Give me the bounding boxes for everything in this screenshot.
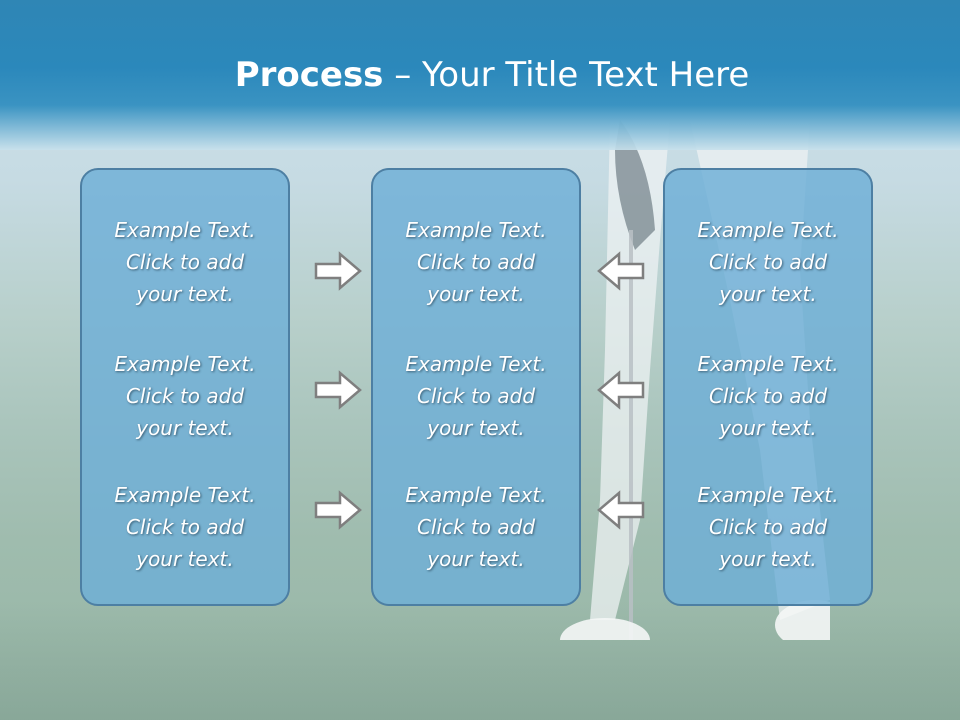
text-block[interactable]: Example Text. Click to add your text. [697, 483, 839, 571]
text-block[interactable]: Example Text. Click to add your text. [405, 483, 547, 571]
right-arrow-icon[interactable] [314, 251, 362, 291]
left-arrow-icon[interactable] [597, 251, 645, 291]
left-arrow-icon[interactable] [597, 370, 645, 410]
text-block[interactable]: Example Text. Click to add your text. [697, 352, 839, 440]
left-arrow-icon[interactable] [597, 490, 645, 530]
title-banner [0, 0, 960, 150]
text-block[interactable]: Example Text. Click to add your text. [697, 218, 839, 306]
process-box-left[interactable]: Example Text. Click to add your text. Ex… [80, 168, 290, 606]
title-rest: – Your Title Text Here [383, 55, 750, 95]
text-block[interactable]: Example Text. Click to add your text. [114, 352, 256, 440]
text-block[interactable]: Example Text. Click to add your text. [114, 218, 256, 306]
right-arrow-icon[interactable] [314, 370, 362, 410]
text-block[interactable]: Example Text. Click to add your text. [405, 218, 547, 306]
right-arrow-icon[interactable] [314, 490, 362, 530]
process-box-center[interactable]: Example Text. Click to add your text. Ex… [371, 168, 581, 606]
text-block[interactable]: Example Text. Click to add your text. [405, 352, 547, 440]
title-bold: Process [234, 55, 384, 95]
text-block[interactable]: Example Text. Click to add your text. [114, 483, 256, 571]
process-box-right[interactable]: Example Text. Click to add your text. Ex… [663, 168, 873, 606]
page-title[interactable]: Process – Your Title Text Here [0, 55, 960, 95]
